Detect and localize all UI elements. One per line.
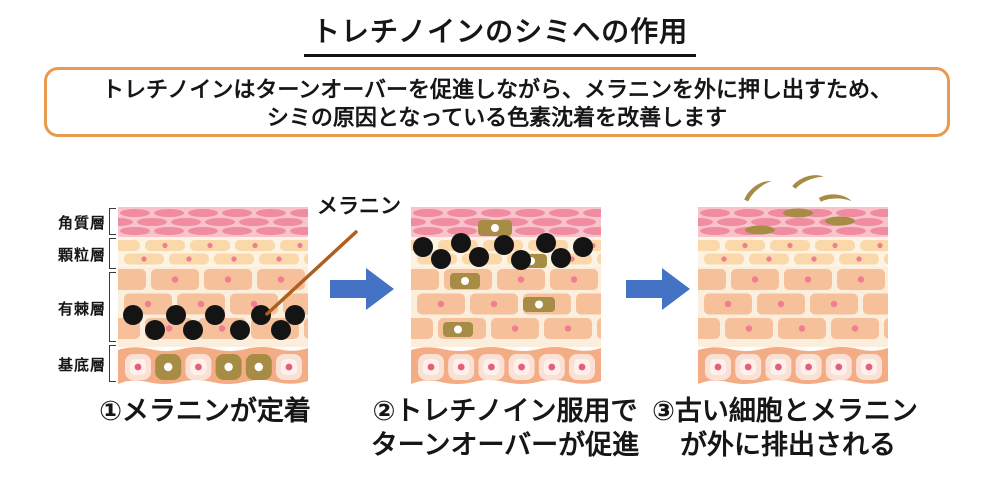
- page-title: トレチノインのシミへの作用: [303, 10, 697, 57]
- summary-line-1: トレチノインはターンオーバーを促進しながら、メラニンを外に押し出すため、: [101, 77, 893, 102]
- layer-label-basal: 基底層: [57, 357, 106, 374]
- layer-bracket-corneum: [109, 208, 116, 235]
- layer-label-spinous: 有棘層: [57, 301, 106, 318]
- caption-step-2-line-1: ②トレチノイン服用で: [372, 396, 638, 426]
- layer-label-granular: 顆粒層: [57, 247, 106, 264]
- title-wrap: トレチノインのシミへの作用: [0, 10, 1000, 57]
- melanin-pointer-line: [265, 230, 358, 316]
- layer-bracket-granular: [109, 238, 116, 269]
- caption-step-2: ②トレチノイン服用で ターンオーバーが促進: [352, 394, 658, 462]
- layer-bracket-spinous: [109, 272, 116, 342]
- skin-panel-3-expelled: [698, 175, 888, 384]
- layer-bracket-basal: [109, 345, 116, 382]
- arrow-right-icon: [330, 268, 394, 310]
- caption-step-3: ③古い細胞とメラニン が外に排出される: [652, 394, 972, 462]
- arrow-right-icon: [626, 268, 690, 310]
- skin-panel-2-turnover: [411, 207, 601, 384]
- melanin-label: メラニン: [317, 195, 401, 218]
- layer-label-corneum: 角質層: [57, 215, 106, 232]
- caption-step-1: ①メラニンが定着: [70, 394, 340, 428]
- summary-box: トレチノインはターンオーバーを促進しながら、メラニンを外に押し出すため、 シミの…: [44, 67, 950, 137]
- skin-panel-1-melanin-fixed: [118, 207, 308, 384]
- summary-line-2: シミの原因となっている色素沈着を改善します: [266, 105, 728, 130]
- caption-step-2-line-2: ターンオーバーが促進: [370, 430, 640, 460]
- caption-step-3-line-1: ③古い細胞とメラニン: [652, 396, 918, 426]
- caption-step-3-line-2: が外に排出される: [680, 430, 896, 460]
- caption-step-1-line: ①メラニンが定着: [99, 396, 311, 426]
